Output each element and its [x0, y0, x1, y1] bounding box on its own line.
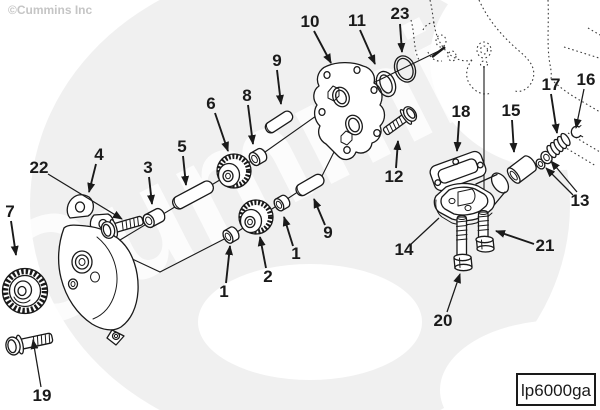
callout-9-right: 9 — [323, 223, 332, 242]
callout-10: 10 — [301, 12, 320, 31]
figure-code: lp6000ga — [521, 381, 592, 400]
leader-19 — [30, 339, 42, 388]
callout-12: 12 — [385, 167, 404, 186]
callout-21: 21 — [536, 236, 555, 255]
leader-23 — [397, 23, 406, 53]
spring-17-part — [546, 132, 571, 159]
shaft-9-right-part — [295, 173, 325, 197]
leader-11 — [359, 29, 376, 65]
callout-17: 17 — [542, 75, 561, 94]
leader-10 — [313, 30, 332, 64]
figure-code-box: lp6000ga — [516, 373, 596, 406]
bolt-12-part — [382, 106, 418, 136]
leader-1-right — [282, 216, 294, 247]
leader-13b — [550, 160, 578, 193]
plunger-15-part — [506, 155, 537, 184]
callout-22: 22 — [30, 158, 49, 177]
callout-16: 16 — [577, 70, 596, 89]
idler-gear-part — [216, 153, 252, 189]
engine-block-outline — [410, 0, 600, 167]
callout-20: 20 — [434, 311, 453, 330]
bushing-1-left-part — [222, 226, 240, 244]
leader-9-right — [313, 198, 326, 226]
leader-1-left — [225, 245, 234, 284]
leader-7 — [10, 220, 19, 256]
leader-12 — [393, 140, 402, 169]
bolt-20-part — [453, 215, 473, 272]
callout-14: 14 — [395, 240, 414, 259]
gear-2-part — [238, 199, 274, 235]
callout-19: 19 — [33, 386, 52, 405]
pin-9-top-part — [264, 110, 294, 134]
bolt-21-part — [475, 210, 495, 253]
callout-13: 13 — [571, 191, 590, 210]
parts-group — [1, 55, 584, 356]
leader-5 — [181, 155, 190, 186]
callout-6: 6 — [206, 94, 215, 113]
callout-3: 3 — [143, 158, 152, 177]
leader-arrows — [10, 23, 585, 388]
leader-22 — [47, 173, 123, 220]
copyright-text: ©Cummins Inc — [8, 3, 93, 17]
leader-16 — [573, 88, 585, 129]
leader-2 — [257, 236, 267, 269]
leader-15 — [509, 119, 518, 153]
cover-plate-part — [313, 61, 386, 161]
callout-8: 8 — [242, 86, 251, 105]
o-ring-11-part — [375, 70, 397, 98]
leader-3 — [147, 176, 155, 205]
callout-9-top: 9 — [272, 51, 281, 70]
leader-13a — [545, 167, 574, 196]
bushing-3-part — [142, 207, 166, 229]
callout-11: 11 — [348, 11, 366, 30]
callout-18: 18 — [452, 102, 471, 121]
leader-9-top — [275, 69, 284, 105]
callout-7: 7 — [5, 202, 14, 221]
callout-2: 2 — [263, 267, 272, 286]
leader-6 — [214, 112, 229, 152]
leader-4 — [87, 163, 97, 193]
callout-4: 4 — [94, 145, 104, 164]
o-ring-23-part — [393, 55, 417, 83]
leader-17 — [550, 93, 560, 134]
shaft-5-part — [171, 180, 215, 210]
leader-18 — [453, 120, 462, 152]
callout-5: 5 — [177, 137, 186, 156]
bushing-8-part — [248, 147, 268, 167]
leader-20 — [446, 273, 461, 313]
callout-1-right: 1 — [291, 244, 300, 263]
drive-gear-part — [1, 267, 49, 315]
leader-14 — [408, 217, 440, 247]
leader-8 — [247, 104, 256, 145]
callout-labels: 10 11 23 9 6 8 5 3 4 22 7 18 15 17 16 12… — [5, 4, 595, 405]
bolt-22-part — [100, 215, 144, 240]
callout-15: 15 — [502, 101, 521, 120]
leader-21 — [495, 230, 535, 245]
callout-1-left: 1 — [219, 282, 228, 301]
callout-23: 23 — [391, 4, 410, 23]
bushing-1-right-part — [273, 194, 291, 212]
